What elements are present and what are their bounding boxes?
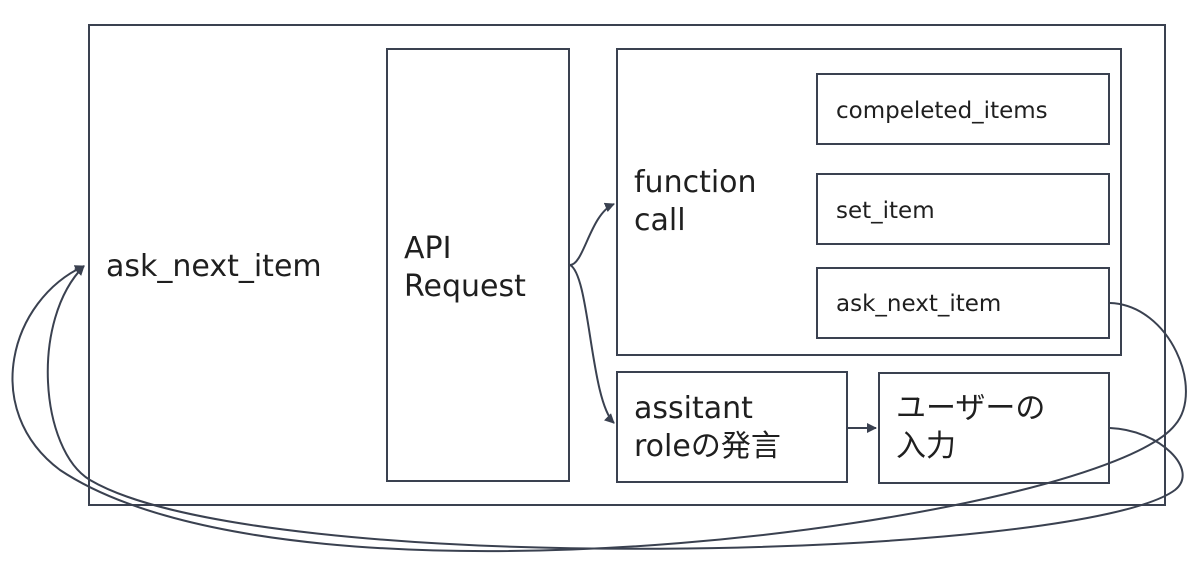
function-item-ask-next-item-label: ask_next_item [836,291,1002,317]
outer-label: ask_next_item [106,249,322,284]
api-request-box [386,48,570,482]
function-item-completed-items-label: compeleted_items [836,98,1048,124]
arrow-api-to-assistant [569,264,615,424]
function-call-label: function call [634,165,757,238]
user-input-label: ユーザーの 入力 [896,391,1046,464]
assistant-message-label: assitant roleの発言 [634,391,781,464]
arrow-user-input-loop [46,265,1184,550]
arrow-ask-next-item-loop [11,265,1187,553]
function-item-set-item-label: set_item [836,198,935,224]
function-item-set-item [816,173,1110,245]
api-request-label: API Request [404,231,526,304]
user-input-box [878,372,1110,484]
function-item-completed-items [816,73,1110,145]
function-item-ask-next-item [816,267,1110,339]
assistant-message-box [616,371,848,483]
arrow-api-to-function-call [569,202,615,266]
